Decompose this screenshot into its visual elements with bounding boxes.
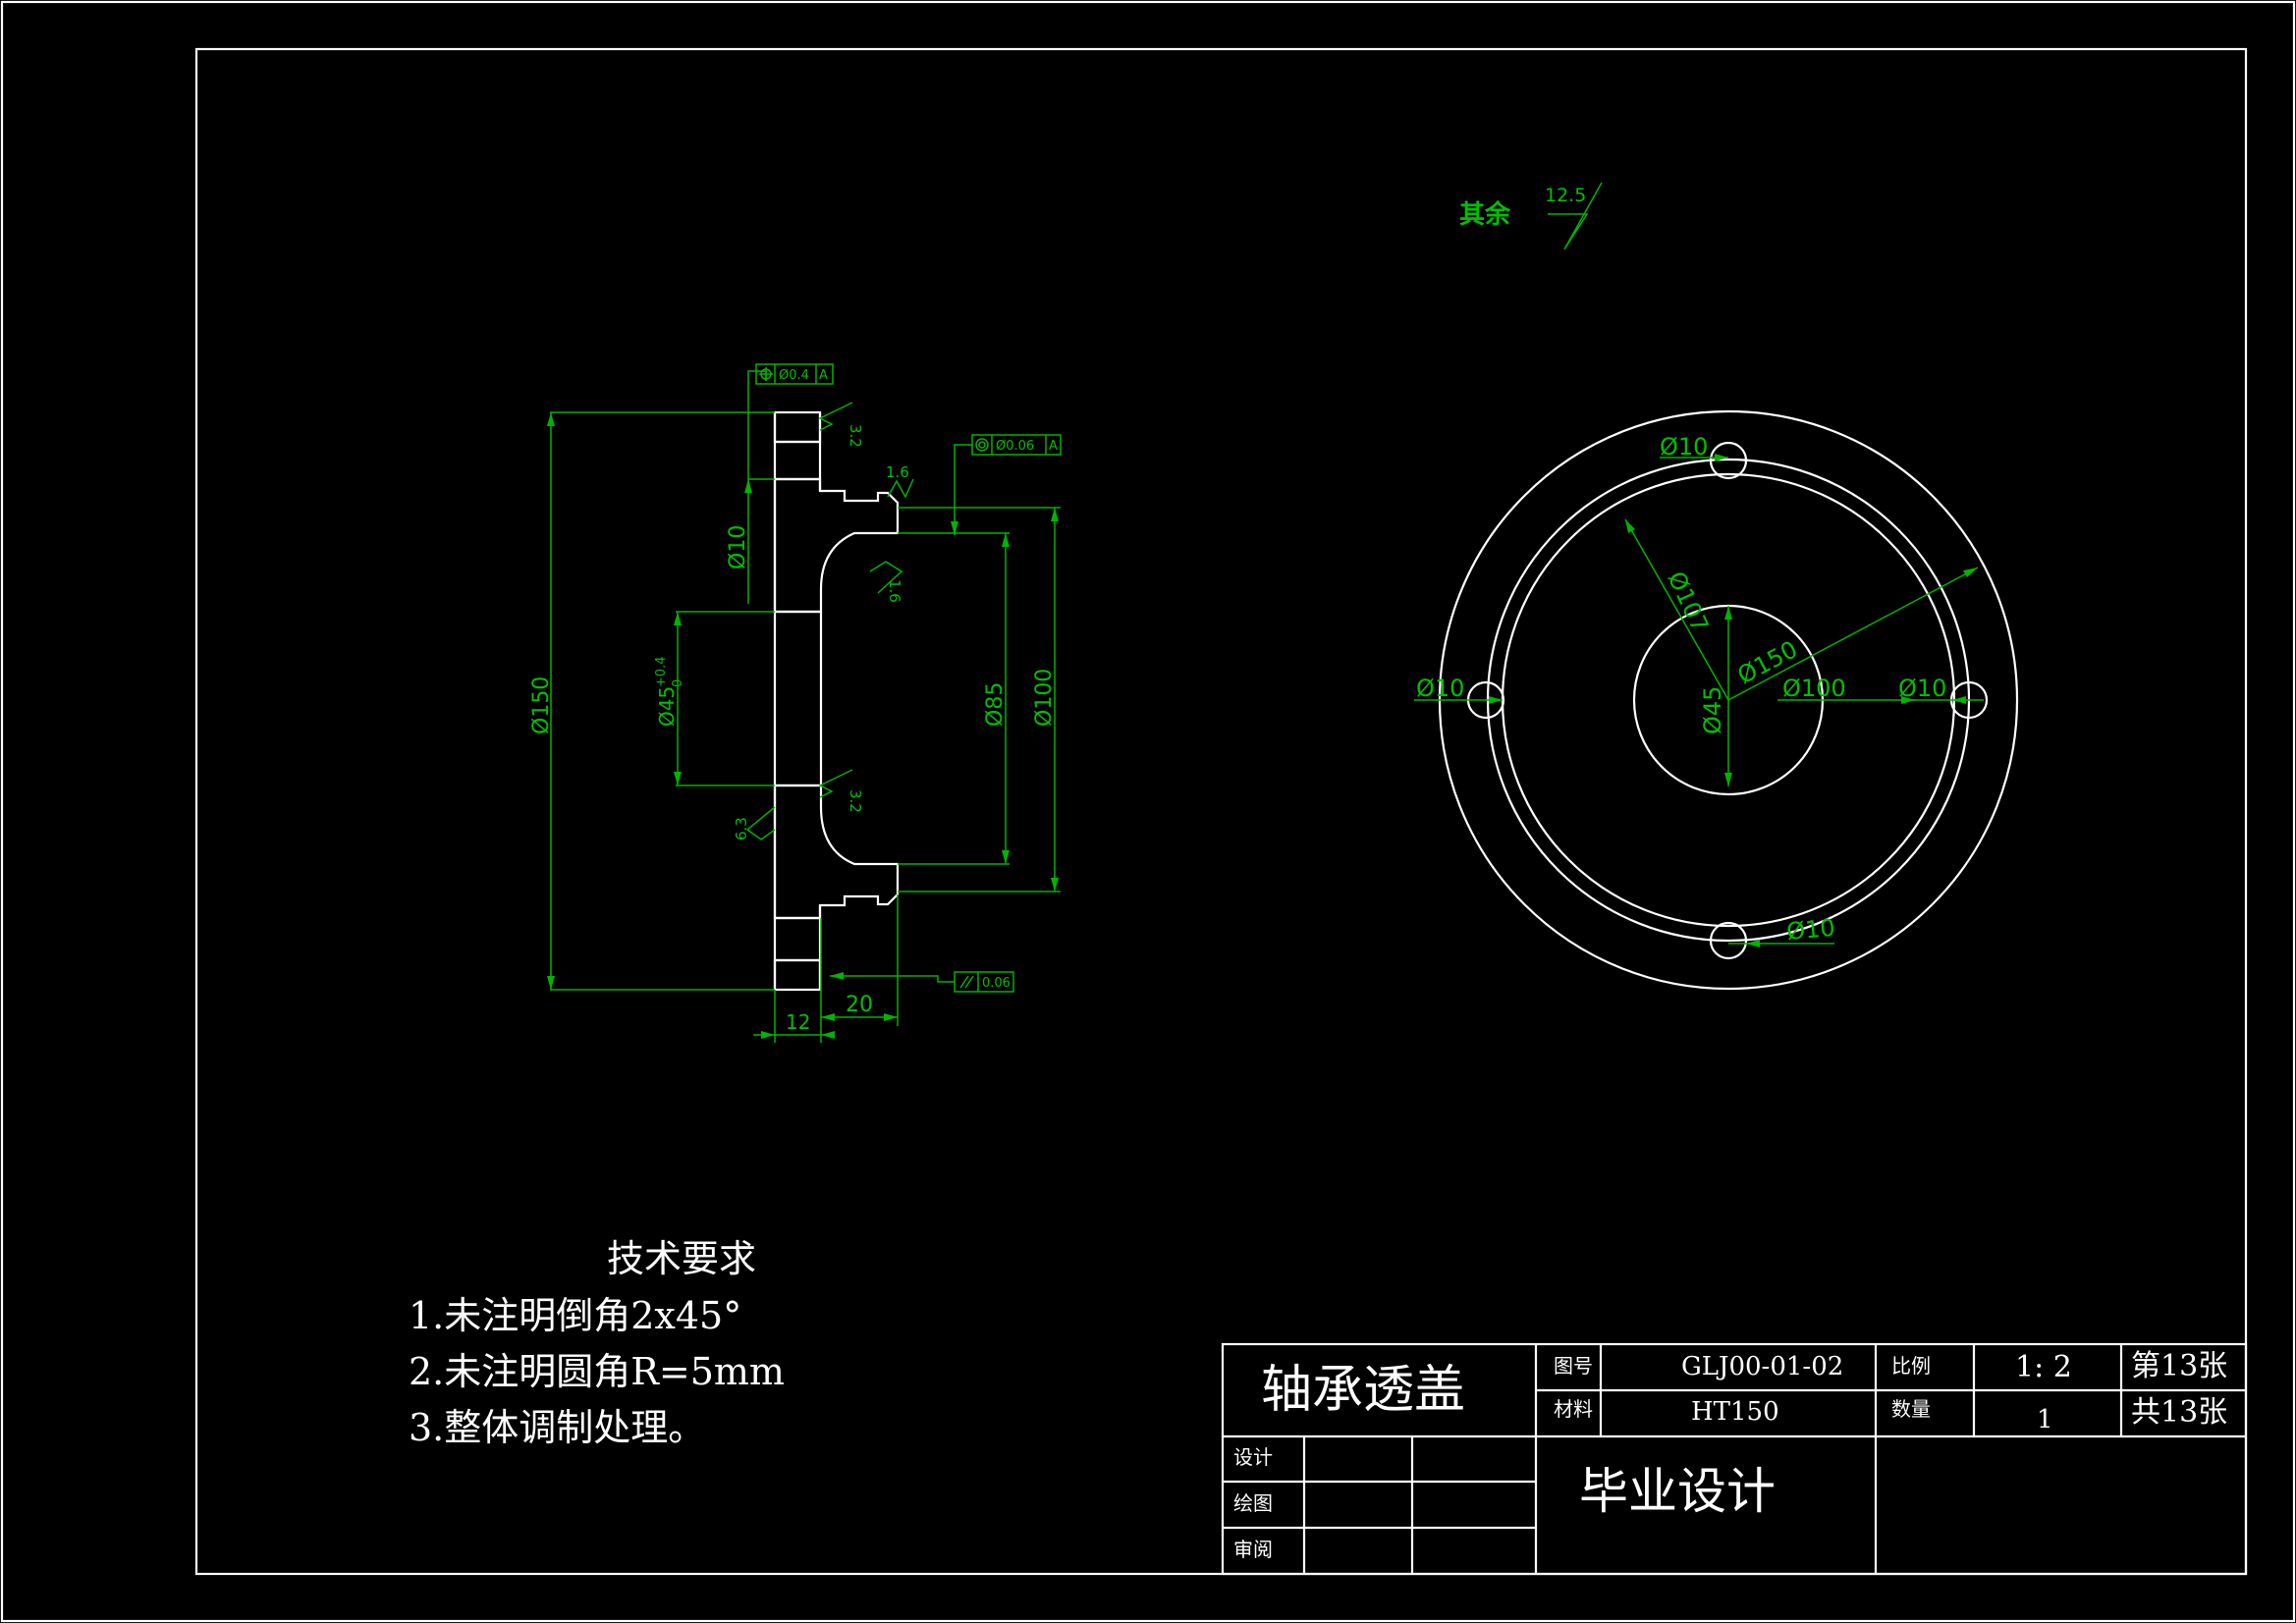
scale-label: 比例 [1891, 1354, 1931, 1378]
roughness-1-6-top: 1.6 [886, 463, 909, 481]
roughness-other-label: 其余 [1459, 199, 1511, 230]
dim-d10-left: Ø10 [1416, 675, 1464, 702]
dim-d45-tol-upper: +0.4 [654, 656, 669, 687]
dim-d85-side: Ø85 [983, 682, 1008, 727]
dim-d100-front: Ø100 [1782, 675, 1846, 702]
roughness-3-2-top: 3.2 [847, 424, 864, 448]
material-label: 材料 [1554, 1397, 1593, 1421]
material-value: HT150 [1691, 1397, 1779, 1427]
runout-tolerance-value: Ø0.06 [996, 439, 1034, 454]
tech-req-title: 技术要求 [607, 1237, 756, 1280]
total-sheets: 共13张 [2131, 1395, 2227, 1430]
draw-label: 绘图 [1233, 1491, 1273, 1515]
tech-req-item-3: 3.整体调制处理。 [409, 1406, 705, 1449]
roughness-3-2-bottom: 3.2 [847, 789, 864, 813]
parallel-tolerance-frame: 0.06 [954, 971, 1014, 993]
dim-d45-front: Ø45 [1699, 686, 1726, 734]
position-tolerance-value: Ø0.4 [779, 368, 809, 383]
dim-d45-tol-lower: 0 [671, 679, 685, 687]
quantity-label: 数量 [1891, 1397, 1931, 1421]
dim-width-12: 12 [786, 1010, 810, 1034]
hatch-bottom-flange [773, 958, 822, 992]
drawing-no: GLJ00-01-02 [1681, 1352, 1843, 1381]
dim-d45-side: Ø45 [655, 686, 679, 727]
position-tolerance-frame: Ø0.4 A [755, 363, 834, 385]
hatch-upper-body [773, 477, 900, 614]
tech-req-item-1: 1.未注明倒角2x45° [409, 1294, 741, 1337]
parallel-tolerance-value: 0.06 [982, 976, 1011, 991]
dim-d150-side: Ø150 [529, 676, 554, 734]
drawing-no-label: 图号 [1554, 1354, 1593, 1378]
runout-tolerance-frame: Ø0.06 A [971, 434, 1062, 456]
sheet-number: 第13张 [2131, 1349, 2227, 1383]
position-tolerance-datum: A [819, 368, 828, 383]
review-label: 审阅 [1233, 1538, 1273, 1561]
runout-tolerance-datum: A [1049, 439, 1058, 454]
roughness-1-6-curve: 1.6 [886, 579, 903, 603]
general-roughness: 其余 12.5 [1459, 182, 1603, 250]
roughness-other-value: 12.5 [1545, 185, 1586, 206]
hatch-top-flange [773, 410, 822, 444]
dim-d10-side: Ø10 [726, 525, 750, 569]
dim-d10-top: Ø10 [1660, 433, 1708, 460]
dim-d10-right: Ø10 [1898, 675, 1946, 702]
part-name: 轴承透盖 [1261, 1361, 1465, 1420]
title-block: 轴承透盖 图号 GLJ00-01-02 比例 1: 2 第13张 材料 HT15… [1221, 1342, 2248, 1576]
quantity-value: 1 [2037, 1405, 2053, 1434]
tech-req-item-2: 2.未注明圆角R=5mm [409, 1350, 785, 1393]
dim-d10-bottom: Ø10 [1785, 914, 1836, 946]
technical-requirements: 技术要求 1.未注明倒角2x45° 2.未注明圆角R=5mm 3.整体调制处理。 [409, 1237, 785, 1449]
hatch-lower-body [773, 784, 900, 920]
design-label: 设计 [1233, 1445, 1273, 1469]
dim-width-20: 20 [846, 993, 873, 1017]
dim-d100-side: Ø100 [1032, 669, 1057, 727]
project-title: 毕业设计 [1579, 1463, 1776, 1520]
front-view: Ø10 Ø10 Ø10 Ø10 Ø107 Ø150 Ø100 Ø45 [1414, 409, 2019, 991]
inner-frame [194, 47, 2248, 1576]
section-view: 3.2 1.6 1.6 3.2 6.3 Ø0.4 A Ø0.06 A [529, 363, 1062, 1043]
scale-value: 1: 2 [2015, 1350, 2072, 1384]
roughness-6-3: 6.3 [733, 817, 750, 840]
